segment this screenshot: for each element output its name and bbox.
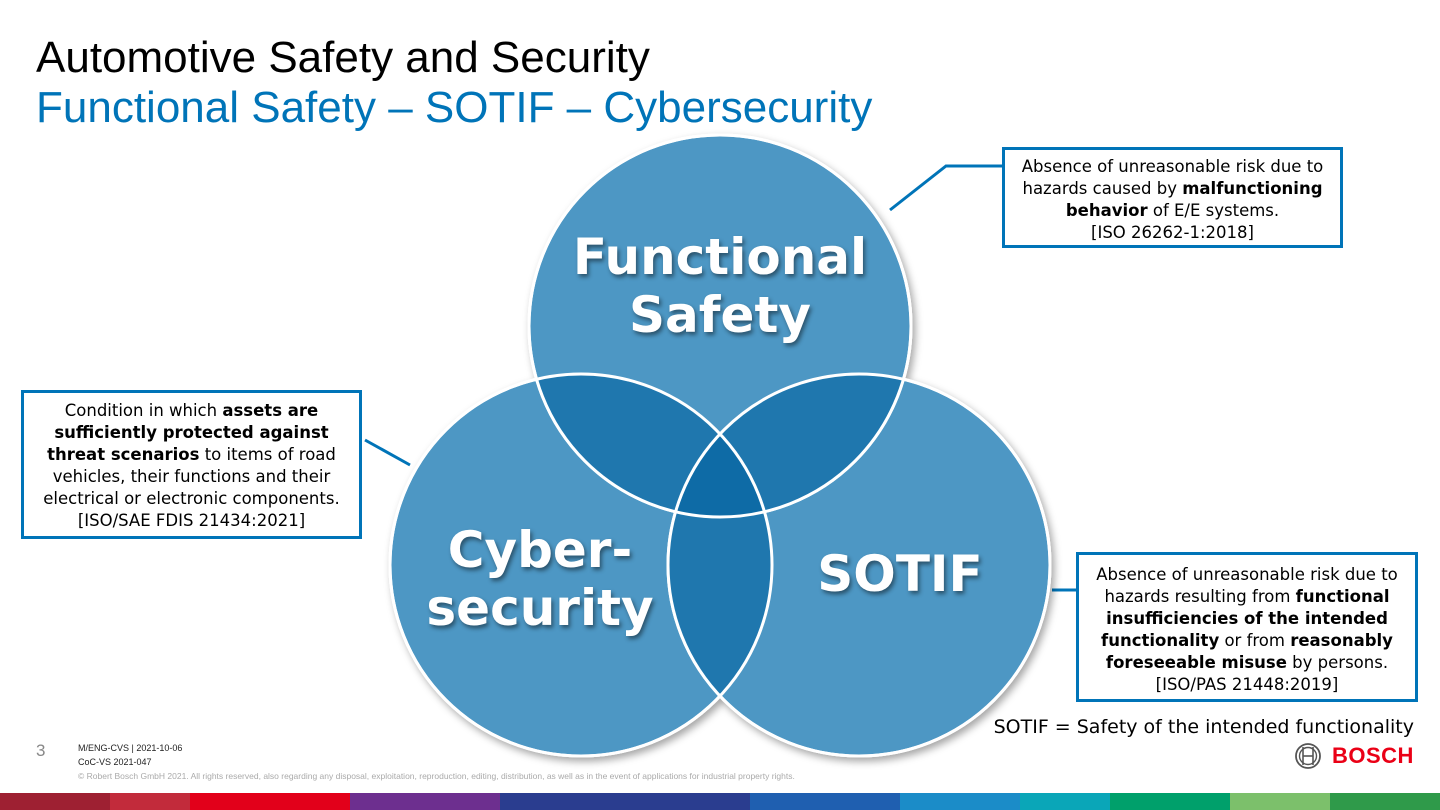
overlap-fs-so <box>668 374 911 517</box>
footer-color-bar <box>0 793 1440 810</box>
callout-functional-safety: Absence of unreasonable risk due to haza… <box>1002 147 1343 248</box>
bosch-logo: BOSCH <box>1294 742 1414 770</box>
footer-meta: M/ENG-CVS | 2021-10-06 CoC-VS 2021-047 <box>78 741 182 769</box>
label-functional-safety: Functional Safety <box>572 228 868 344</box>
connector-cybersecurity <box>364 438 411 467</box>
bosch-armature-icon <box>1295 743 1321 769</box>
page-title: Automotive Safety and Security <box>36 33 650 82</box>
connector-sotif <box>1052 554 1080 592</box>
footer-department: M/ENG-CVS | 2021-10-06 <box>78 743 183 753</box>
callout-cybersecurity: Condition in which assets are sufficient… <box>21 390 362 539</box>
label-sotif: SOTIF <box>817 545 983 603</box>
label-cybersecurity: Cyber- security <box>426 521 654 637</box>
bosch-wordmark: BOSCH <box>1332 743 1414 768</box>
page-subtitle: Functional Safety – SOTIF – Cybersecurit… <box>36 83 873 132</box>
overlap-fs-cy <box>529 374 772 517</box>
footer-doc-id: CoC-VS 2021-047 <box>78 757 152 767</box>
sotif-definition-note: SOTIF = Safety of the intended functiona… <box>993 716 1414 738</box>
page-number: 3 <box>36 741 46 760</box>
connector-functional-safety <box>889 164 1003 212</box>
copyright-notice: © Robert Bosch GmbH 2021. All rights res… <box>78 771 795 781</box>
callout-sotif: Absence of unreasonable risk due to haza… <box>1076 552 1418 702</box>
